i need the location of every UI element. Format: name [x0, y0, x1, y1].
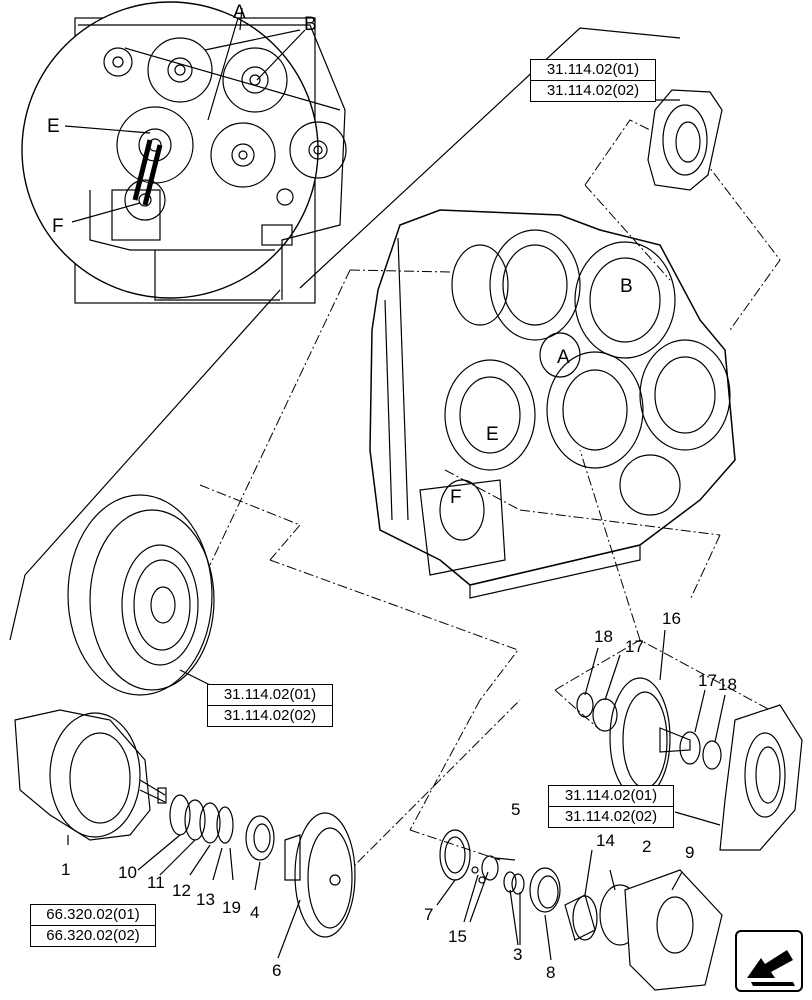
- reference-box-top-right[interactable]: 31.114.02(01) 31.114.02(02): [530, 59, 656, 102]
- clutch-assembly: [14, 709, 167, 841]
- housing-callout-f: F: [450, 487, 462, 508]
- reference-line: 31.114.02(02): [564, 808, 658, 825]
- housing-callout-a: A: [557, 347, 570, 368]
- part-number: 5: [511, 800, 520, 819]
- reference-box-right[interactable]: 31.114.02(01) 31.114.02(02): [548, 785, 674, 828]
- gear-part-6: [284, 812, 356, 938]
- reference-line: 31.114.02(02): [223, 707, 317, 724]
- part-number: 13: [196, 890, 215, 909]
- part-number: 8: [546, 963, 555, 982]
- part-number: 2: [642, 837, 651, 856]
- reference-line: 31.114.02(01): [531, 60, 655, 81]
- part-number: 18: [718, 675, 737, 694]
- part-number: 17: [698, 671, 717, 690]
- part-number: 19: [222, 898, 241, 917]
- return-navigation-button[interactable]: [735, 930, 803, 992]
- inset-callout-f: F: [52, 216, 64, 237]
- housing-callout-b: B: [620, 276, 633, 297]
- reference-line: 31.114.02(02): [546, 82, 640, 99]
- cover-plate-right: [719, 704, 803, 851]
- inset-detail-view: [21, 1, 347, 304]
- transmission-housing: [369, 209, 736, 599]
- cover-plate-top: [647, 89, 723, 191]
- reference-box-bottom-left[interactable]: 66.320.02(01) 66.320.02(02): [30, 904, 156, 947]
- inset-callout-e: E: [47, 116, 60, 137]
- part-number: 1: [61, 860, 70, 879]
- part-number: 17: [625, 637, 644, 656]
- part-number: 18: [594, 627, 613, 646]
- arrow-return-icon: [747, 950, 795, 986]
- part-number: 12: [172, 881, 191, 900]
- filter-housing-group: [564, 869, 723, 991]
- o-rings: [169, 794, 275, 861]
- part-number: 6: [272, 961, 281, 980]
- reference-line: 66.320.02(01): [31, 905, 155, 926]
- part-number: 10: [118, 863, 137, 882]
- inset-callout-a: A: [233, 2, 246, 23]
- gear-part-16: [576, 677, 722, 799]
- part-number: 16: [662, 609, 681, 628]
- part-number: 9: [685, 843, 694, 862]
- reference-box-middle[interactable]: 31.114.02(01) 31.114.02(02): [207, 684, 333, 727]
- part-number: 11: [147, 873, 165, 892]
- part-number: 4: [250, 903, 259, 922]
- reference-line: 31.114.02(01): [208, 685, 332, 706]
- reference-line: 31.114.02(01): [549, 786, 673, 807]
- housing-callout-e: E: [486, 424, 499, 445]
- torque-converter: [67, 494, 215, 696]
- part-number: 14: [596, 831, 615, 850]
- inset-callout-b: B: [304, 14, 317, 35]
- part-number: 3: [513, 945, 522, 964]
- reference-line: 66.320.02(02): [46, 927, 140, 944]
- part-number: 15: [448, 927, 467, 946]
- part-number: 7: [424, 905, 433, 924]
- bearing-group: [439, 829, 561, 913]
